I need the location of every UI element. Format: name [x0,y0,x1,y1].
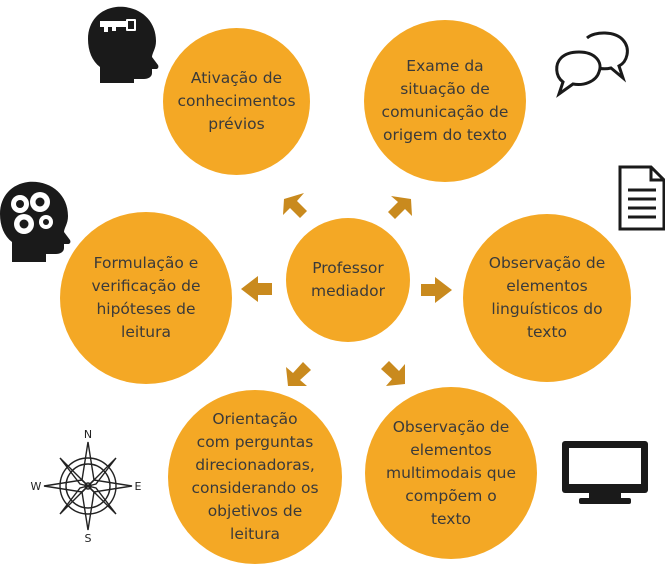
compass-n: N [84,428,92,441]
head-gears-icon [0,181,71,262]
monitor-icon [562,441,648,504]
node-top-right: Exame da situação de comunicação de orig… [364,20,526,182]
compass-s: S [85,532,92,545]
arrow-down-right [381,361,405,386]
node-label: Observação de elementos linguísticos do … [488,254,606,341]
node-middle-left: Formulação e verificação de hipóteses de… [60,212,232,384]
arrow-up-left [283,193,307,218]
node-top-left: Ativação de conhecimentos prévios [163,28,310,175]
speech-bubbles-icon [555,31,629,98]
arrow-right [421,277,452,303]
node-bottom-right: Observação de elementos multimodais que … [365,387,537,559]
node-label: Formulação e verificação de hipóteses de… [91,254,201,341]
node-middle-right: Observação de elementos linguísticos do … [463,214,631,382]
node-center: Professor mediador [286,218,410,342]
node-label: Observação de elementos multimodais que … [385,417,517,528]
arrow-left [241,276,272,302]
compass-w: W [31,480,42,493]
compass-rose-icon: N S W E [31,428,142,545]
document-icon [618,165,665,231]
arrow-down-left [286,362,311,386]
node-bottom-left: Orientação com perguntas direcionadoras,… [168,390,342,564]
node-label: Orientação com perguntas direcionadoras,… [191,410,319,543]
head-key-icon [88,6,159,83]
node-label: Exame da situação de comunicação de orig… [381,57,509,144]
arrow-up-right [388,196,412,219]
compass-e: E [135,480,142,493]
node-label: Ativação de conhecimentos prévios [177,69,296,133]
center-label: Professor mediador [311,259,385,300]
